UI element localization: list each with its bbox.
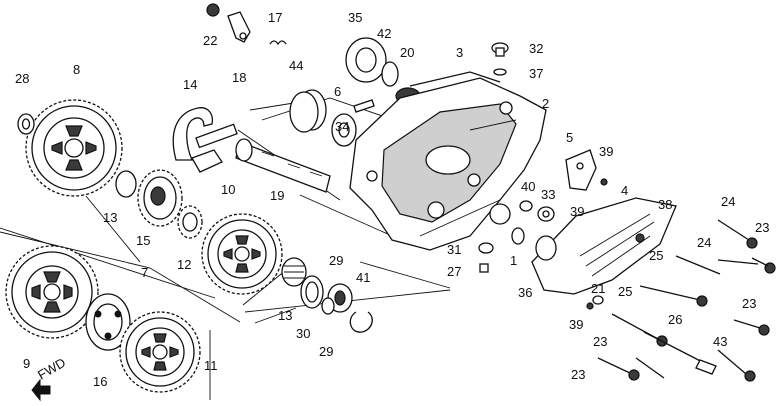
- bearing-44: [289, 89, 327, 133]
- side-cover-4: [531, 197, 677, 295]
- callout-34: 34: [335, 119, 349, 134]
- fwd-label: FWD: [35, 355, 68, 383]
- callout-7: 7: [141, 265, 148, 280]
- callout-23c: 23: [593, 334, 607, 349]
- bolt-39c: [586, 302, 594, 310]
- o-ring-37: [493, 68, 507, 76]
- callout-33: 33: [541, 187, 555, 202]
- pin-1: [511, 227, 525, 245]
- bolt-22: [206, 3, 220, 17]
- fwd-arrow-icon: [31, 378, 51, 402]
- callout-11: 11: [204, 358, 218, 373]
- washer-28: [17, 113, 35, 135]
- callout-32: 32: [529, 41, 543, 56]
- gear-10: [201, 213, 283, 295]
- shift-drum-19: [235, 138, 331, 193]
- callout-2: 2: [542, 96, 549, 111]
- callout-8: 8: [73, 62, 80, 77]
- bearing-35: [345, 37, 387, 83]
- callout-28: 28: [15, 71, 29, 86]
- bolts-right: [597, 219, 776, 382]
- bushing-29: [321, 283, 353, 315]
- bracket-5: [565, 149, 597, 191]
- cluster-gear-15: [115, 169, 203, 239]
- callout-20: 20: [400, 45, 414, 60]
- callout-40: 40: [521, 179, 535, 194]
- callout-23d: 23: [571, 367, 585, 382]
- callout-42: 42: [377, 26, 391, 41]
- callout-19: 19: [270, 188, 284, 203]
- callout-39a: 39: [599, 144, 613, 159]
- callout-15: 15: [136, 233, 150, 248]
- callout-5: 5: [566, 130, 573, 145]
- spring-17: [269, 40, 287, 46]
- callout-27: 27: [447, 264, 461, 279]
- callout-6: 6: [334, 84, 341, 99]
- callout-17: 17: [268, 10, 282, 25]
- callout-14: 14: [183, 77, 197, 92]
- crankcase-cover-2: [349, 77, 547, 251]
- seal-42: [381, 61, 399, 87]
- washer-40: [519, 200, 533, 212]
- callout-29a: 29: [329, 253, 343, 268]
- gear-8: [25, 99, 123, 197]
- nut-33: [537, 206, 555, 222]
- callout-36: 36: [518, 285, 532, 300]
- callout-21: 21: [591, 281, 605, 296]
- circlip-41: [349, 311, 373, 333]
- callout-1: 1: [510, 253, 517, 268]
- callout-25a: 25: [649, 248, 663, 263]
- callout-39c: 39: [569, 317, 583, 332]
- gasket-3: [409, 71, 501, 87]
- gear-9: [5, 245, 99, 339]
- washer-30: [300, 275, 324, 309]
- plug-32: [491, 42, 509, 57]
- shift-fork-14: [172, 107, 238, 173]
- callout-24b: 24: [697, 235, 711, 250]
- callout-3: 3: [456, 45, 463, 60]
- callout-41: 41: [356, 270, 370, 285]
- gear-11: [119, 311, 201, 393]
- callout-13a: 13: [103, 210, 117, 225]
- callout-13b: 13: [278, 308, 292, 323]
- bolt-38: [635, 233, 645, 243]
- callout-12: 12: [177, 257, 191, 272]
- callout-39b: 39: [570, 204, 584, 219]
- seal-6: [331, 113, 357, 147]
- bolt-39a: [600, 178, 608, 186]
- callout-35: 35: [348, 10, 362, 25]
- callout-37: 37: [529, 66, 543, 81]
- callout-30: 30: [296, 326, 310, 341]
- callout-26: 26: [668, 312, 682, 327]
- bolt-21: [592, 295, 604, 305]
- callout-43: 43: [713, 334, 727, 349]
- callout-16: 16: [93, 374, 107, 389]
- callout-29b: 29: [319, 344, 333, 359]
- callout-23a: 23: [755, 220, 769, 235]
- callout-9: 9: [23, 356, 30, 371]
- callout-38: 38: [658, 197, 672, 212]
- arm-18: [227, 11, 251, 43]
- bolt-27: [479, 263, 489, 273]
- hub-16: [85, 293, 131, 351]
- callout-labels: 1 2 3 4 5 6 7 8 9 10 11 12 13 13 14 15 1…: [15, 10, 769, 389]
- bolt-31: [478, 242, 494, 254]
- callout-10: 10: [221, 182, 235, 197]
- callout-4: 4: [621, 183, 628, 198]
- callout-31: 31: [447, 242, 461, 257]
- callout-22: 22: [203, 33, 217, 48]
- pin-34: [353, 99, 375, 113]
- callout-23b: 23: [742, 296, 756, 311]
- callout-25b: 25: [618, 284, 632, 299]
- callout-18: 18: [232, 70, 246, 85]
- needle-bearing-13: [281, 257, 307, 287]
- callout-24a: 24: [721, 194, 735, 209]
- callout-44: 44: [289, 58, 303, 73]
